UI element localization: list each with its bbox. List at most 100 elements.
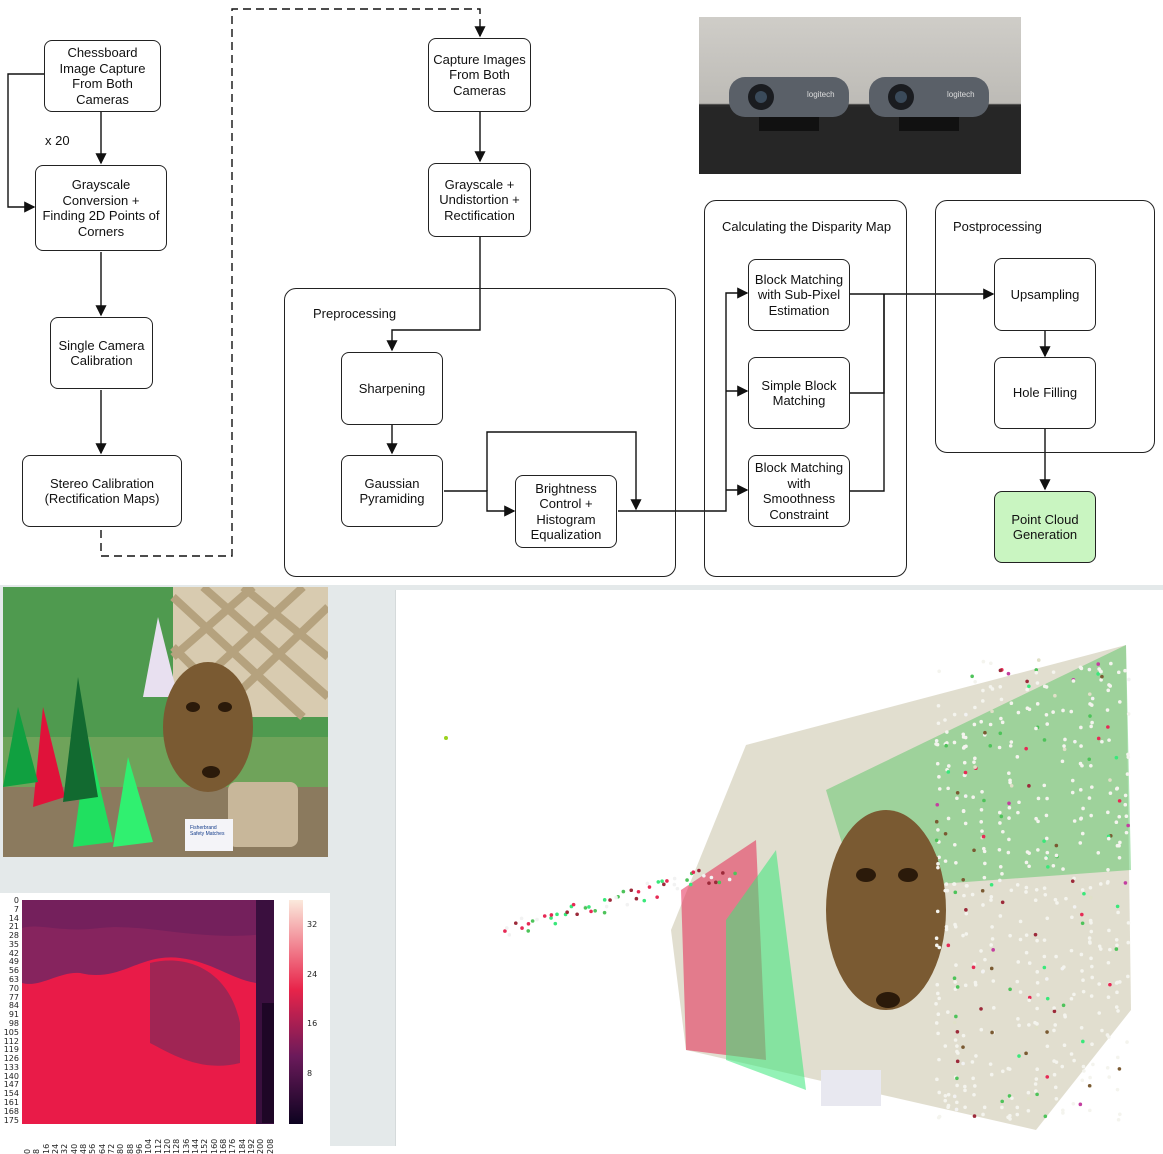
point-cloud-point: [936, 991, 940, 996]
point-cloud-point: [1089, 813, 1093, 818]
point-cloud-point: [998, 668, 1003, 673]
point-cloud-point: [1097, 982, 1101, 986]
point-cloud-point: [1043, 1114, 1048, 1119]
point-cloud-point: [955, 1100, 959, 1105]
point-cloud-point: [1080, 831, 1085, 836]
point-cloud-point: [1045, 977, 1049, 981]
undistort-node: Grayscale + Undistortion + Rectification: [428, 163, 531, 237]
point-cloud-point: [952, 882, 957, 886]
point-cloud-point: [1024, 890, 1028, 894]
point-cloud-point: [1026, 1090, 1031, 1095]
point-cloud-point: [962, 760, 967, 765]
point-cloud-point: [1080, 921, 1085, 926]
point-cloud-point: [982, 849, 987, 854]
point-cloud-point: [973, 980, 978, 985]
point-cloud-point: [1027, 684, 1031, 689]
point-cloud-point: [943, 859, 948, 863]
point-cloud-point: [1035, 702, 1040, 706]
point-cloud-point: [937, 669, 941, 674]
point-cloud-point: [973, 679, 977, 684]
point-cloud-point: [1054, 853, 1059, 858]
point-cloud-point: [1073, 739, 1077, 744]
point-cloud-point: [1126, 921, 1131, 925]
point-cloud-point: [970, 1060, 975, 1064]
point-cloud-point: [665, 879, 669, 883]
point-cloud-point: [672, 876, 677, 881]
point-cloud-point: [1089, 956, 1093, 961]
point-cloud-point: [1042, 886, 1047, 890]
point-cloud-point: [952, 740, 957, 745]
point-cloud-point: [1089, 920, 1093, 925]
point-cloud-point: [1114, 947, 1119, 951]
point-cloud-point: [1010, 1096, 1014, 1100]
point-cloud-point: [1078, 1102, 1083, 1107]
point-cloud-point: [1035, 1067, 1039, 1072]
point-cloud-point: [549, 913, 554, 917]
point-cloud-point: [979, 807, 984, 812]
point-cloud-point: [636, 889, 641, 894]
point-cloud-point: [962, 893, 966, 898]
point-cloud-point: [1026, 1108, 1031, 1113]
heatmap-x-tick: 80: [116, 1143, 126, 1154]
point-cloud-point: [972, 962, 977, 966]
point-cloud-point: [1105, 1065, 1110, 1070]
point-cloud-point: [964, 932, 969, 936]
point-cloud-point: [1115, 1087, 1120, 1092]
postprocessing-label: Postprocessing: [953, 219, 1042, 234]
point-cloud-point: [1114, 1005, 1119, 1009]
point-cloud-point: [1007, 771, 1011, 776]
single-calibration-node: Single Camera Calibration: [50, 317, 153, 389]
point-cloud-point: [956, 1051, 960, 1055]
point-cloud-point: [1108, 947, 1112, 952]
point-cloud-point: [1034, 668, 1039, 672]
point-cloud-point: [946, 764, 951, 768]
heatmap-x-tick: 120: [163, 1138, 172, 1154]
repeat-count-label: x 20: [45, 133, 70, 148]
point-cloud-point: [519, 916, 524, 921]
point-cloud-point: [1007, 1094, 1012, 1098]
point-cloud-point: [503, 929, 507, 933]
point-cloud-point: [1051, 670, 1056, 674]
point-cloud-point: [952, 976, 957, 980]
point-cloud-point: [629, 888, 634, 893]
point-cloud-point: [953, 987, 958, 991]
point-cloud-point: [964, 911, 969, 916]
point-cloud-point: [1117, 814, 1122, 819]
point-cloud-point: [1096, 672, 1100, 676]
point-cloud-point: [946, 786, 950, 791]
point-cloud-point: [1016, 1017, 1020, 1021]
point-cloud-point: [1009, 888, 1014, 893]
point-cloud-point: [1000, 1099, 1005, 1104]
point-cloud-point: [1088, 1075, 1092, 1080]
point-cloud-point: [970, 892, 975, 897]
heatmap-y-tick: 84: [8, 1001, 19, 1011]
point-cloud-point: [1080, 969, 1084, 973]
heatmap-x-tick: 160: [209, 1138, 219, 1154]
point-cloud-point: [936, 703, 941, 708]
point-cloud-point: [1124, 830, 1129, 835]
point-cloud-point: [1034, 1077, 1039, 1081]
disparity-group: [704, 200, 907, 577]
camera-brand-left: logitech: [807, 90, 835, 99]
point-cloud-point: [1125, 772, 1130, 776]
point-cloud-point: [1090, 785, 1094, 789]
capture-images-node: Capture Images From Both Cameras: [428, 38, 531, 112]
postprocessing-group: [935, 200, 1155, 453]
point-cloud-point: [1027, 784, 1031, 788]
heatmap-x-tick: 40: [69, 1143, 79, 1154]
point-cloud-point: [1087, 940, 1092, 944]
point-cloud-point: [972, 760, 976, 764]
point-cloud-point: [954, 963, 958, 967]
point-cloud-point: [1116, 670, 1121, 675]
point-cloud-point: [1081, 806, 1085, 811]
point-cloud-point: [1062, 965, 1066, 969]
stereo-calibration-node: Stereo Calibration (Rectification Maps): [22, 455, 182, 527]
point-cloud-point: [727, 877, 732, 882]
point-cloud-point: [1062, 1043, 1067, 1048]
point-cloud-point: [1100, 1028, 1104, 1033]
point-cloud-point: [507, 933, 512, 937]
point-cloud-point: [1033, 1082, 1038, 1086]
stereo-camera-photo: logitech logitech: [699, 17, 1021, 174]
point-cloud-point: [998, 731, 1003, 736]
point-cloud-point: [937, 775, 941, 779]
